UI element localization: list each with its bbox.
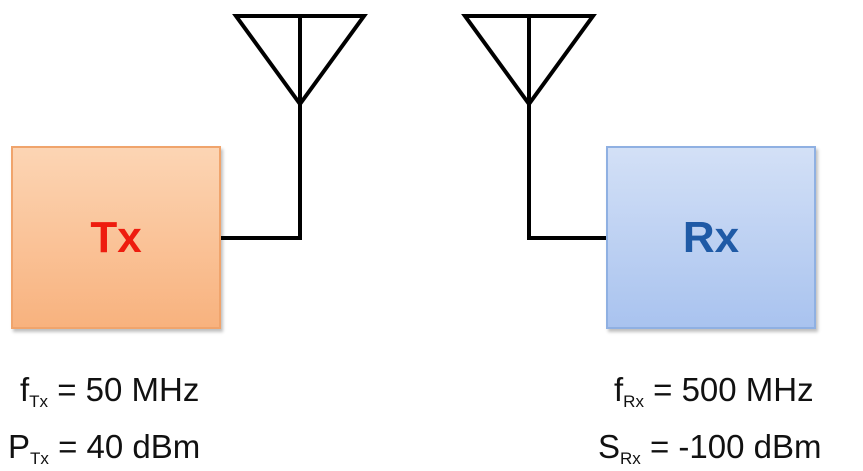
rx-sensitivity-value: = -100 dBm: [649, 428, 822, 465]
rx-sensitivity-symbol: S: [598, 428, 621, 465]
rx-label: Rx: [682, 212, 740, 262]
tx-frequency-subscript: Tx: [29, 392, 49, 411]
tx-power: PTx = 40 dBm: [8, 428, 201, 467]
tx-power-symbol: P: [8, 428, 31, 465]
tx-block: Tx: [11, 146, 221, 329]
tx-frequency-value: = 50 MHz: [57, 371, 200, 408]
rx-sensitivity-subscript: Rx: [620, 449, 641, 468]
tx-power-value: = 40 dBm: [58, 428, 201, 465]
tx-power-subscript: Tx: [30, 449, 49, 468]
tx-label: Tx: [90, 212, 142, 262]
rx-frequency-subscript: Rx: [623, 392, 644, 411]
tx-frequency: fTx = 50 MHz: [20, 371, 200, 410]
rx-sensitivity: SRx = -100 dBm: [598, 428, 822, 467]
rx-antenna-icon: [461, 14, 597, 238]
tx-frequency-symbol: f: [20, 371, 30, 408]
rx-frequency: fRx = 500 MHz: [614, 371, 814, 410]
tx-antenna-icon: [232, 14, 368, 238]
rx-block: Rx: [606, 146, 816, 329]
rx-frequency-value: = 500 MHz: [653, 371, 814, 408]
rx-frequency-symbol: f: [614, 371, 624, 408]
